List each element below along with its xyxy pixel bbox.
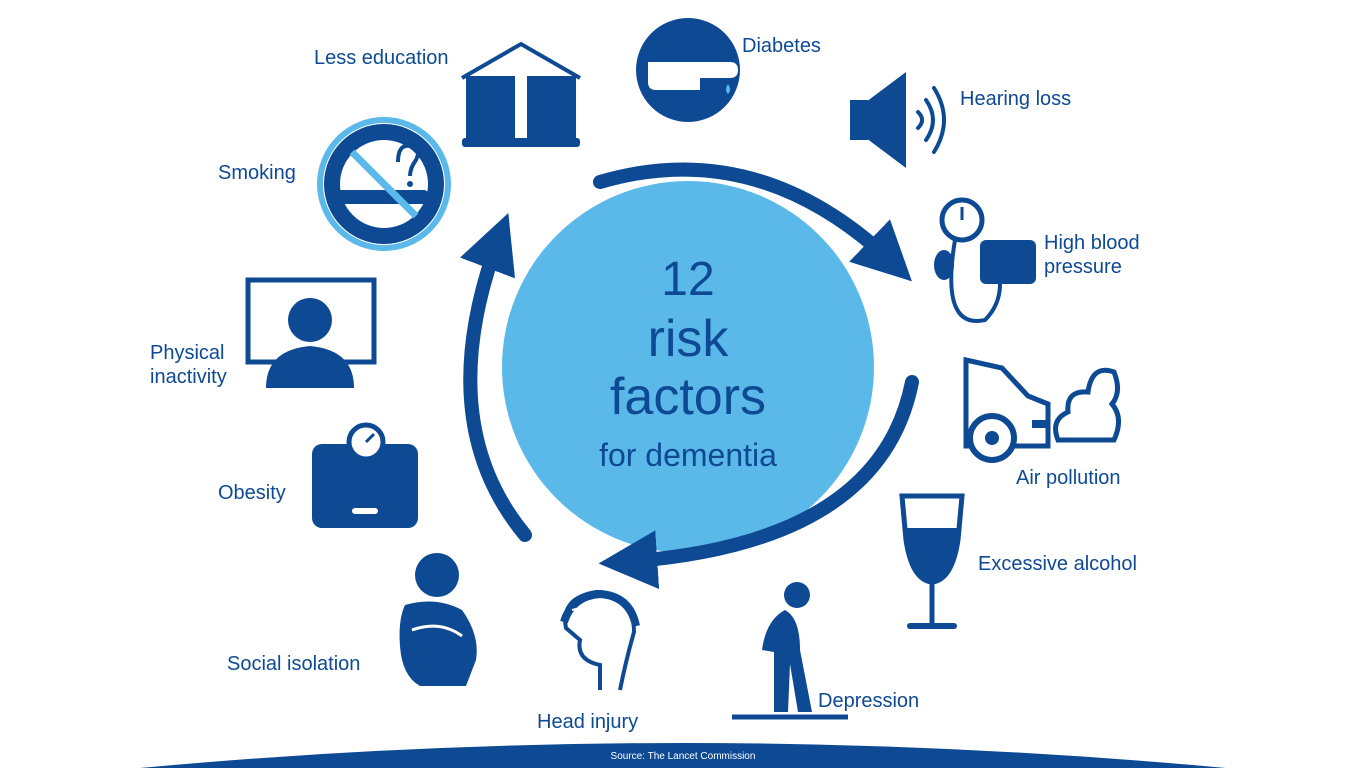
weighing-scale-icon	[312, 422, 418, 528]
open-book-icon	[461, 41, 581, 147]
label-smoking: Smoking	[218, 162, 296, 184]
no-smoking-icon	[317, 117, 451, 251]
label-obesity: Obesity	[218, 482, 286, 504]
label-diabetes: Diabetes	[742, 35, 821, 57]
bandaged-head-icon	[560, 589, 640, 691]
label-social-isolation: Social isolation	[227, 653, 361, 675]
label-physical: Physical	[150, 342, 225, 364]
label-depression: Depression	[818, 690, 920, 712]
footer-banner	[140, 743, 1226, 768]
label-hearing-loss: Hearing loss	[960, 88, 1072, 110]
cycle-arrow-top	[593, 162, 912, 282]
center-title-risk: risk	[647, 310, 729, 368]
car-exhaust-icon	[963, 356, 1121, 463]
sitting-person-icon	[399, 553, 477, 686]
cycle-arrow-left	[460, 212, 532, 542]
cycle-arrows	[460, 162, 919, 590]
label-inactivity: inactivity	[150, 366, 227, 388]
center-number: 12	[661, 253, 715, 306]
cycle-arrow-right	[598, 375, 919, 590]
center-title-factors: factors	[609, 368, 767, 426]
blood-pressure-gauge-icon	[934, 197, 1036, 323]
label-head-injury: Head injury	[537, 711, 639, 733]
speaker-icon	[850, 72, 946, 168]
center-circle	[502, 181, 874, 553]
wine-glass-icon	[899, 493, 965, 629]
label-air-pollution: Air pollution	[1016, 467, 1121, 489]
label-excessive-alcohol: Excessive alcohol	[978, 553, 1137, 575]
slumped-person-icon	[732, 582, 848, 720]
center-subtitle: for dementia	[599, 437, 777, 473]
label-high-blood: High blood	[1044, 232, 1140, 254]
source-credit: Source: The Lancet Commission	[610, 751, 756, 762]
label-pressure: pressure	[1044, 256, 1122, 278]
person-at-screen-icon	[245, 277, 377, 388]
diabetes-finger-prick-icon	[636, 18, 740, 122]
label-less-education: Less education	[314, 47, 449, 69]
